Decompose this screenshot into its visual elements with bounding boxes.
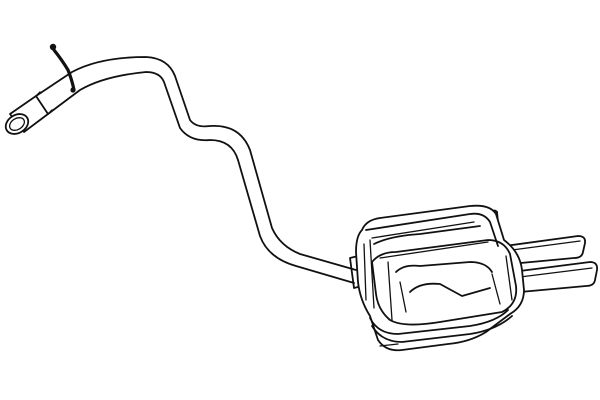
exhaust-pipe <box>35 56 363 289</box>
pipe-clamp <box>49 43 76 93</box>
tailpipe-upper <box>504 235 587 265</box>
inlet-pipe-end <box>4 91 53 135</box>
rear-muffler <box>355 204 525 352</box>
tailpipe-lower <box>511 261 599 293</box>
